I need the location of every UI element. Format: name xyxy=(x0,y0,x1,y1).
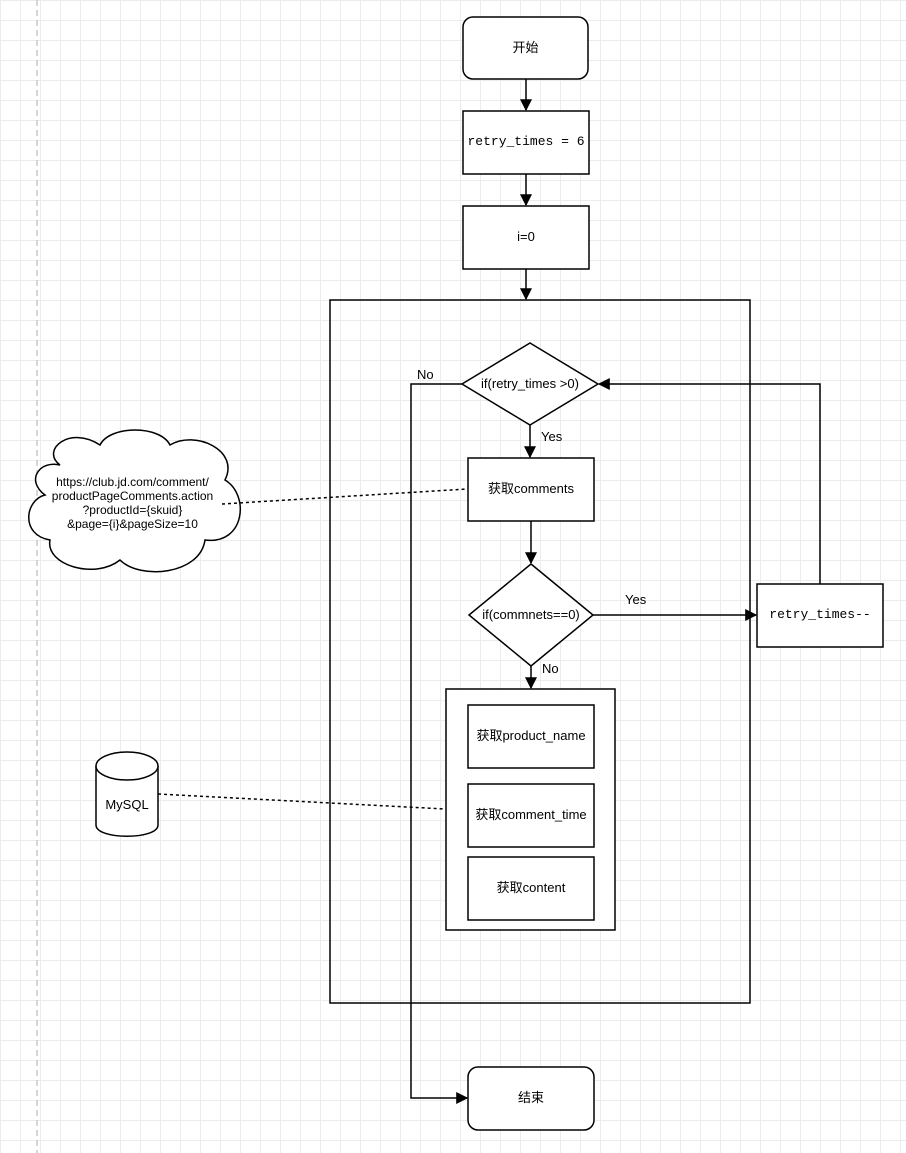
edge-retrydec-retrycheck xyxy=(597,378,821,584)
retry-init-node[interactable] xyxy=(462,110,590,175)
retry-check-diamond[interactable] xyxy=(460,342,600,426)
get-content-node[interactable] xyxy=(467,856,595,921)
loop-container[interactable] xyxy=(329,299,751,1004)
get-product-name-node[interactable] xyxy=(467,704,595,769)
start-node[interactable] xyxy=(462,16,589,80)
retry-dec-node[interactable] xyxy=(756,583,884,648)
assoc-cloud-getcomments xyxy=(221,488,468,505)
assoc-mysql-extract xyxy=(157,793,446,810)
get-comment-time-node[interactable] xyxy=(467,783,595,848)
mysql-cylinder[interactable] xyxy=(95,751,159,837)
edge-retrycheck-end xyxy=(410,383,469,1104)
i-init-node[interactable] xyxy=(462,205,590,270)
end-node[interactable] xyxy=(467,1066,595,1131)
url-cloud-shape[interactable] xyxy=(28,429,241,573)
comments-check-diamond[interactable] xyxy=(467,563,595,667)
get-comments-node[interactable] xyxy=(467,457,595,522)
